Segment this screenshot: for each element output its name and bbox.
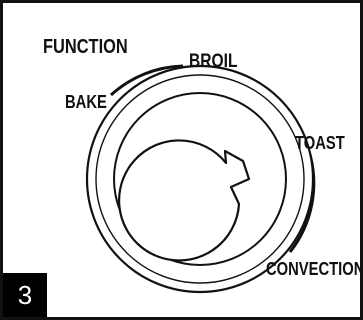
option-broil-label: BROIL bbox=[189, 51, 238, 72]
option-toast-label: TOAST bbox=[295, 133, 345, 153]
knob-grip-with-pointer bbox=[118, 139, 251, 262]
function-knob-diagram bbox=[85, 64, 316, 294]
option-bake-label: BAKE bbox=[65, 92, 107, 112]
knob-inner-ring bbox=[113, 92, 287, 266]
step-number-badge: 3 bbox=[3, 273, 47, 317]
scale-arc-left bbox=[109, 64, 184, 97]
function-title: FUNCTION bbox=[43, 36, 128, 58]
option-convection-label: CONVECTION bbox=[266, 259, 363, 279]
knob-middle-ring bbox=[95, 74, 305, 284]
